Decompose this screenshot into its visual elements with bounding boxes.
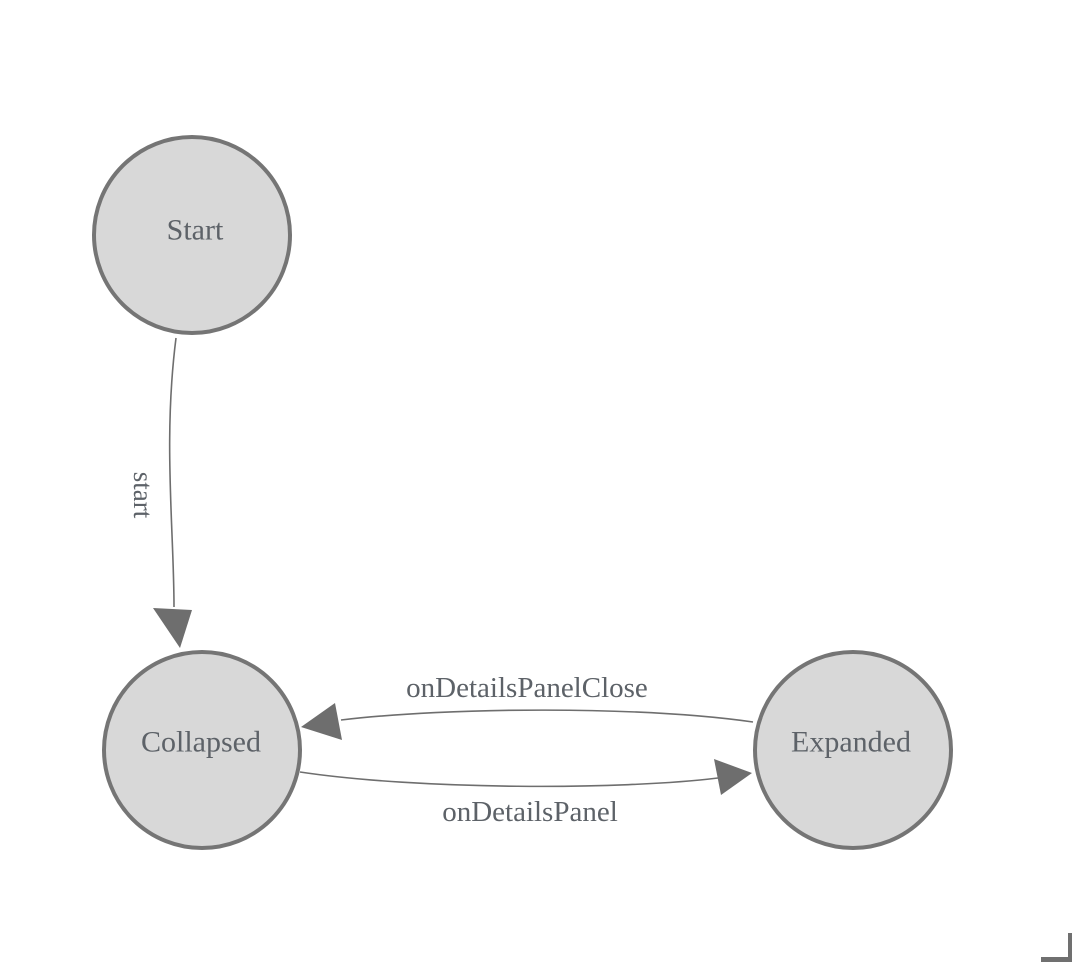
state-node-start[interactable]: Start bbox=[92, 135, 292, 335]
state-node-collapsed-label: Collapsed bbox=[141, 726, 261, 759]
state-node-expanded-label: Expanded bbox=[791, 726, 911, 759]
edge-label-start: start bbox=[128, 472, 158, 519]
horizontal-scrollbar-end[interactable] bbox=[1041, 957, 1072, 962]
state-node-expanded-circle[interactable] bbox=[753, 650, 953, 850]
edge-label-ondetailspanelclose: onDetailsPanelClose bbox=[406, 672, 648, 704]
edge-label-ondetailspanel: onDetailsPanel bbox=[442, 796, 618, 828]
vertical-scrollbar-end[interactable] bbox=[1068, 933, 1072, 962]
arrowhead-left-icon bbox=[301, 703, 342, 740]
edge-line-ondetailspanelclose[interactable] bbox=[340, 709, 754, 723]
state-node-start-label: Start bbox=[167, 214, 224, 247]
state-node-collapsed[interactable]: Collapsed bbox=[102, 650, 302, 850]
state-node-collapsed-circle[interactable] bbox=[102, 650, 302, 850]
edge-start-to-collapsed[interactable]: start bbox=[128, 337, 192, 648]
arrowhead-right-icon bbox=[714, 759, 752, 795]
state-node-start-circle[interactable] bbox=[92, 135, 292, 335]
edge-line-ondetailspanel[interactable] bbox=[299, 771, 719, 788]
state-node-expanded[interactable]: Expanded bbox=[753, 650, 953, 850]
edge-collapsed-to-expanded[interactable]: onDetailsPanel bbox=[299, 759, 752, 828]
edge-line-start[interactable] bbox=[168, 337, 177, 608]
edge-expanded-to-collapsed[interactable]: onDetailsPanelClose bbox=[301, 672, 754, 740]
arrowhead-down-icon bbox=[153, 608, 192, 648]
